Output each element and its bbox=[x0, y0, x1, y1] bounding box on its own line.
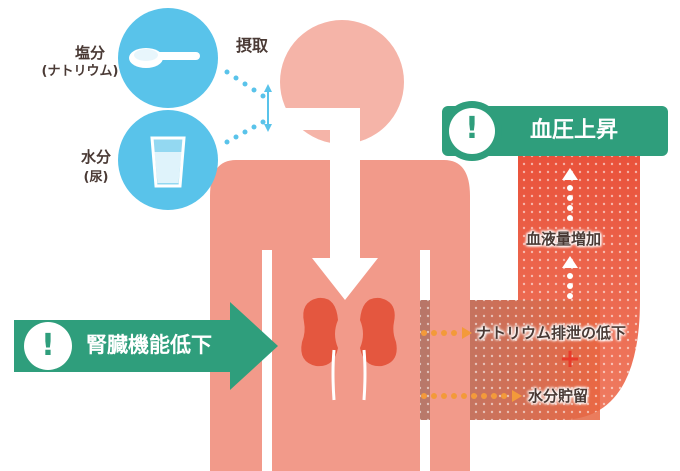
kidneys bbox=[301, 297, 397, 401]
kidney-decline-arrow bbox=[14, 302, 278, 390]
up-arrows bbox=[562, 168, 578, 299]
salt-spoon-icon bbox=[129, 48, 200, 68]
salt-label: 塩分 bbox=[74, 44, 105, 62]
salt-sub-label: (ナトリウム) bbox=[41, 64, 119, 79]
exclamation-icon: ! bbox=[465, 111, 479, 146]
water-retention-arrow bbox=[421, 390, 522, 402]
sodium-excretion-arrow bbox=[421, 327, 472, 339]
blood-volume-increase-label: 血液量増加 bbox=[526, 230, 602, 248]
water-label: 水分 bbox=[80, 148, 111, 166]
plus-icon: + bbox=[559, 344, 581, 374]
salt-circle bbox=[118, 8, 218, 108]
exclamation-icon: ! bbox=[41, 328, 55, 363]
water-sub-label: (尿) bbox=[83, 170, 109, 185]
water-circle bbox=[118, 110, 218, 210]
blood-pressure-banner bbox=[442, 101, 668, 161]
kidney-decline-label: 腎臓機能低下 bbox=[86, 333, 212, 357]
intake-arrow bbox=[276, 108, 378, 300]
sodium-excretion-down-label: ナトリウム排泄の低下 bbox=[476, 324, 627, 342]
blood-pressure-rise-label: 血圧上昇 bbox=[530, 118, 619, 143]
intake-label: 摂取 bbox=[236, 36, 269, 55]
water-retention-label: 水分貯留 bbox=[528, 387, 589, 405]
water-glass-icon bbox=[150, 136, 186, 188]
intake-connectors bbox=[224, 69, 272, 145]
